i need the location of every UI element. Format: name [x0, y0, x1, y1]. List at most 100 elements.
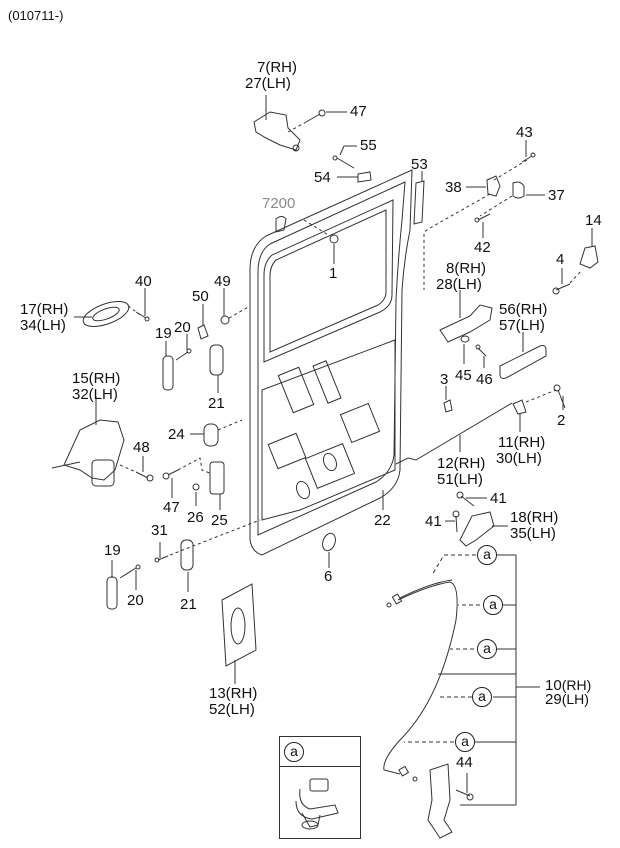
label-part-28: 28(LH)	[436, 276, 482, 293]
inside-handle	[221, 583, 257, 667]
striker-25	[209, 461, 225, 495]
label-part-21-lower: 21	[180, 596, 197, 613]
label-part-7-27: 7(RH)	[257, 60, 297, 75]
label-part-35: 35(LH)	[510, 525, 556, 542]
roller-bracket-14	[579, 245, 599, 269]
panel-cutout	[339, 402, 381, 444]
screw-20	[175, 351, 189, 361]
bolt-48	[135, 471, 149, 479]
latch-11	[512, 399, 527, 415]
screw-40	[135, 311, 147, 319]
lock-bracket	[427, 763, 453, 839]
cable-10	[383, 581, 458, 775]
label-part-6: 6	[324, 568, 333, 585]
label-part-47-mid: 47	[163, 499, 180, 516]
screw-31	[157, 555, 169, 561]
label-part-2: 2	[557, 412, 566, 429]
label-part-40: 40	[135, 273, 152, 290]
label-part-46: 46	[476, 371, 493, 388]
label-part-4: 4	[556, 251, 565, 268]
callout-a: a	[455, 732, 475, 752]
label-part-45: 45	[455, 367, 472, 384]
label-side: (RH)	[561, 677, 592, 693]
label-part-3: 3	[440, 371, 449, 388]
bumper-21	[209, 344, 224, 376]
label-part-19: 19	[155, 325, 172, 342]
washer-45	[460, 335, 470, 343]
label-part-50: 50	[192, 288, 209, 305]
label-part-41-a: 41	[490, 490, 507, 507]
screw-42	[477, 213, 491, 221]
callout-a: a	[477, 545, 497, 565]
label-part-54: 54	[314, 169, 331, 186]
nut-26	[192, 483, 200, 491]
label-part-1: 1	[329, 265, 338, 282]
clip-detail-icon	[295, 778, 339, 830]
label-part-42: 42	[474, 239, 491, 256]
panel-hole	[322, 452, 338, 472]
bracket-18	[459, 511, 495, 547]
label-part-43: 43	[516, 124, 533, 141]
bracket-54	[357, 171, 372, 183]
cable-end	[386, 602, 392, 608]
panel-hole	[295, 480, 311, 500]
label-part-13: 13(RH)	[209, 685, 258, 702]
detail-box-a: a	[279, 736, 361, 839]
screw-55	[336, 157, 355, 169]
detail-box-header: a	[280, 737, 360, 767]
screw-20-lower	[119, 567, 137, 579]
label-part-18: 18(RH)	[510, 509, 559, 526]
callout-a: a	[284, 742, 304, 762]
label-part-31: 31	[151, 522, 168, 539]
door-window-frame	[263, 199, 394, 363]
label-part-17: 17(RH)	[20, 301, 69, 318]
label-part-11: 11(RH)	[498, 434, 546, 451]
label-part-53: 53	[411, 156, 428, 173]
label-part-24: 24	[168, 426, 185, 443]
plug-6	[322, 532, 336, 552]
pad-50	[197, 324, 209, 340]
callout-a: a	[472, 687, 492, 707]
bumper-24	[203, 423, 219, 447]
panel-cutout	[267, 432, 307, 470]
bolt-47-mid	[167, 469, 179, 476]
label-part-25: 25	[211, 512, 228, 529]
rod-12	[395, 402, 513, 465]
nut-1	[329, 234, 339, 244]
label-num: 10	[545, 677, 562, 694]
callout-a: a	[483, 595, 503, 615]
door-panel-inner-outline	[257, 181, 406, 536]
grommet-49	[220, 315, 230, 325]
label-part-20: 20	[174, 319, 191, 336]
panel-cutout	[304, 443, 356, 489]
upper-hinge	[253, 111, 301, 151]
panel-cutout	[312, 360, 342, 404]
door-window-frame-inner	[269, 209, 387, 353]
door-panel-outline	[249, 169, 413, 556]
label-part-49: 49	[214, 273, 231, 290]
label-part-12: 12(RH)	[437, 455, 486, 472]
label-part-52: 52(LH)	[209, 701, 255, 718]
bumper-21-lower	[180, 539, 194, 571]
label-part-37: 37	[548, 187, 565, 204]
label-part-41-b: 41	[425, 513, 442, 530]
striker-plate-19-lower	[106, 576, 118, 610]
label-part-44: 44	[456, 754, 473, 771]
label-part-51: 51(LH)	[437, 471, 483, 488]
label-part-22: 22	[374, 512, 391, 529]
label-part-20-lower: 20	[127, 592, 144, 609]
trim-strip-53	[413, 180, 425, 225]
label-part-21: 21	[208, 395, 225, 412]
label-part-19-lower: 19	[104, 542, 121, 559]
callout-a: a	[477, 639, 497, 659]
label-part-32: 32(LH)	[72, 386, 118, 403]
label-part-30: 30(LH)	[496, 450, 542, 467]
label-part-10: 10(RH)	[545, 677, 592, 694]
label-lh: 27(LH)	[245, 75, 291, 92]
label-part-8: 8(RH)	[446, 260, 486, 277]
door-latch	[63, 419, 125, 481]
label-part-56: 56(RH)	[499, 301, 548, 318]
bolt-41-a	[460, 495, 475, 507]
